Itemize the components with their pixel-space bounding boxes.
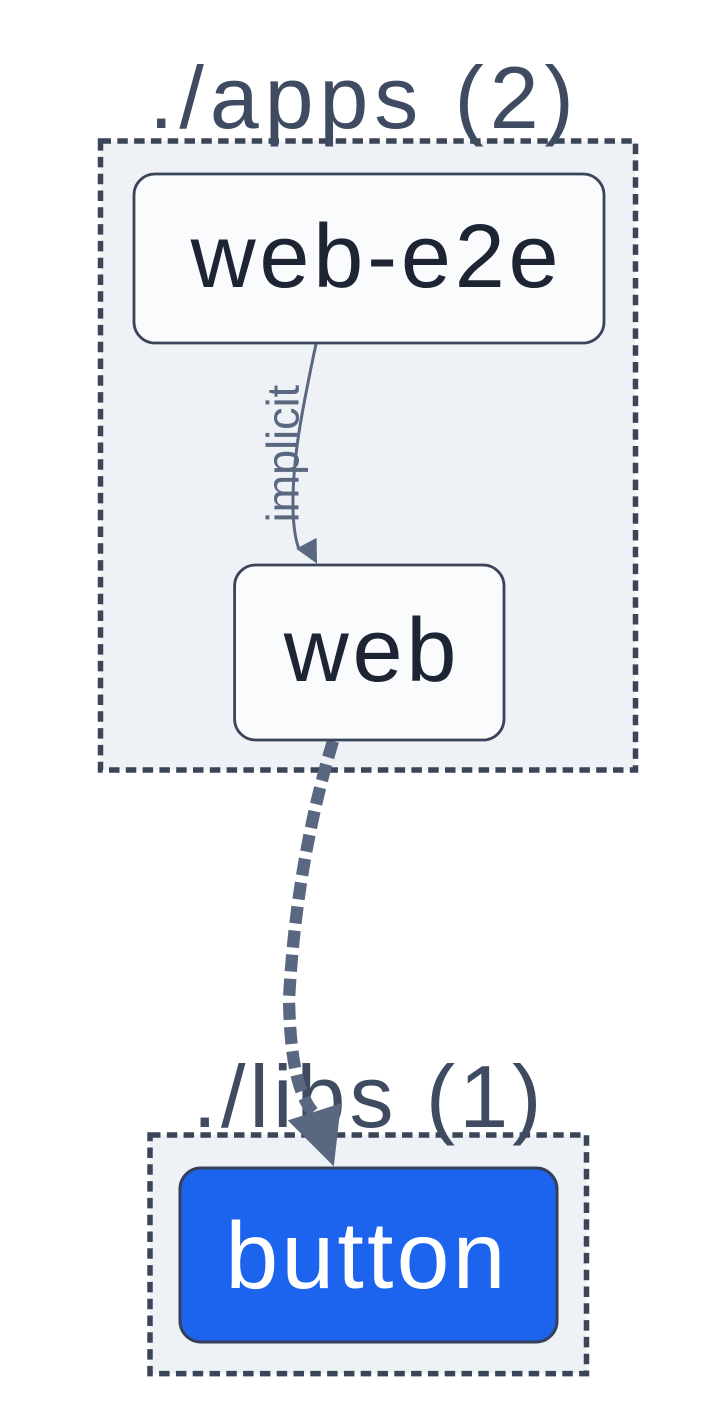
svg-text:web: web <box>283 601 461 701</box>
svg-text:./libs (1): ./libs (1) <box>193 1047 546 1146</box>
svg-text:./apps (2): ./apps (2) <box>149 48 580 147</box>
svg-text:button: button <box>225 1203 508 1309</box>
svg-text:implicit: implicit <box>258 384 309 522</box>
svg-text:web-e2e: web-e2e <box>190 207 563 307</box>
